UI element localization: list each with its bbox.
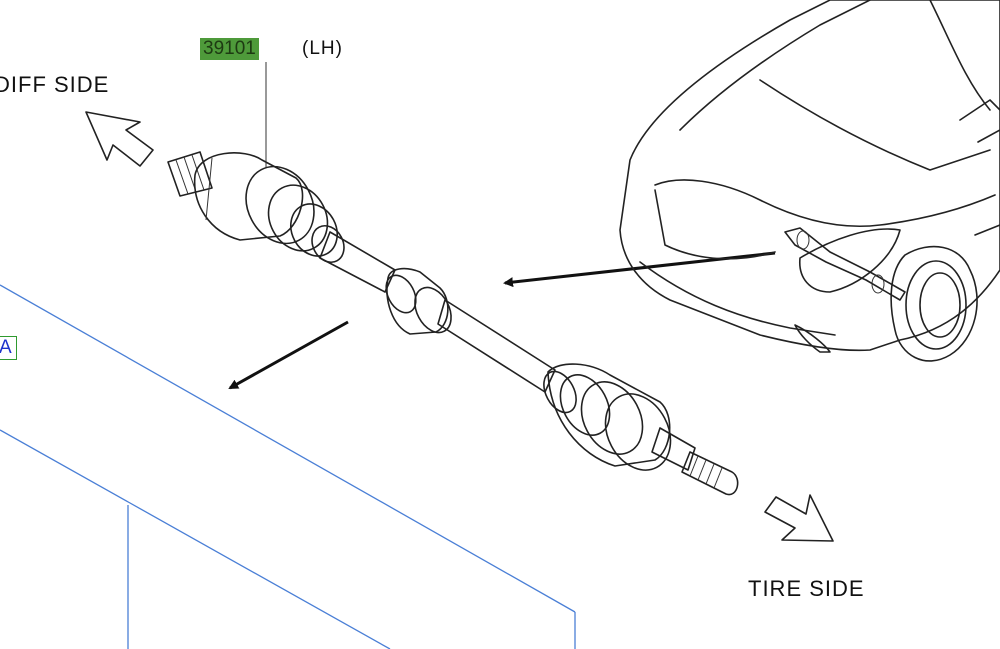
diff-side-label: DIFF SIDE (0, 72, 110, 97)
part-side-label: (LH) (302, 38, 343, 59)
vehicle-illustration (619, 0, 1000, 362)
tire-side-arrow-icon (764, 494, 834, 542)
diff-side-arrow-icon (85, 111, 154, 167)
pointer-arrow-to-frame (228, 320, 349, 390)
part-number-link[interactable]: 39101 (200, 38, 259, 60)
drive-shaft (167, 151, 739, 496)
section-callout-link[interactable]: A (0, 336, 17, 360)
reference-frame-lines (0, 284, 576, 649)
tire-side-label: TIRE SIDE (748, 576, 865, 601)
